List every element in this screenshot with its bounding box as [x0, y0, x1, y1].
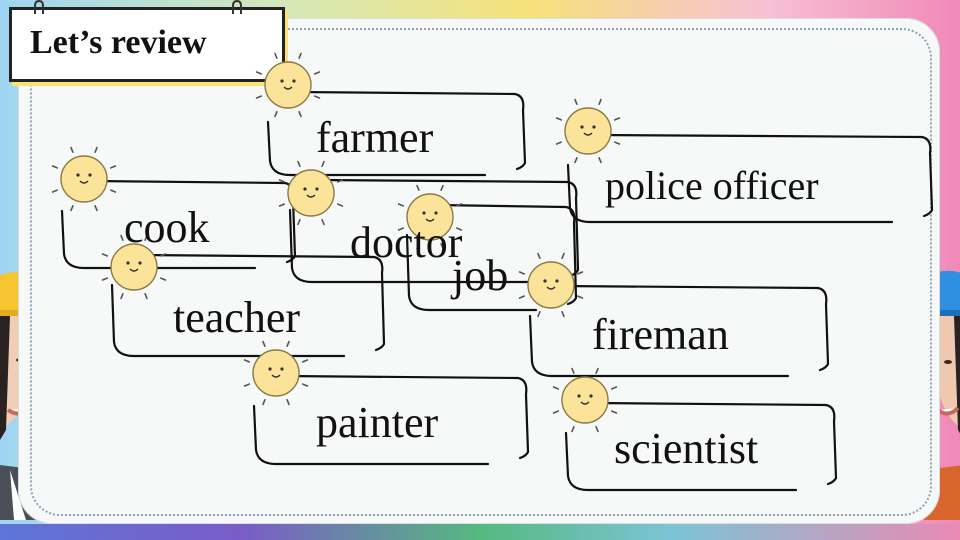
smiling-sun-icon: [51, 146, 117, 212]
smiling-sun-icon: [552, 367, 618, 433]
word-farmer[interactable]: farmer: [316, 113, 434, 162]
word-teacher[interactable]: teacher: [173, 293, 300, 342]
word-fireman[interactable]: fireman: [592, 310, 729, 359]
word-scientist[interactable]: scientist: [614, 424, 759, 473]
word-job[interactable]: job: [452, 251, 509, 300]
smiling-sun-icon: [555, 98, 621, 164]
word-cook[interactable]: cook: [124, 203, 210, 252]
smiling-sun-icon: [397, 184, 463, 250]
smiling-sun-icon: [243, 340, 309, 406]
word-frame: [288, 178, 580, 284]
smiling-sun-icon: [518, 252, 584, 318]
word-frame: [405, 203, 578, 312]
word-frame: [266, 90, 527, 177]
word-frame: [110, 253, 386, 358]
word-painter[interactable]: painter: [316, 398, 439, 447]
review-board: [18, 18, 940, 524]
smiling-sun-icon: [278, 160, 344, 226]
word-doctor[interactable]: doctor: [350, 218, 463, 267]
bottom-color-strip: [0, 524, 960, 540]
binder-clip-icon: [34, 0, 44, 14]
board-dotted-border: [30, 28, 932, 516]
word-frame: [528, 284, 830, 378]
smiling-sun-icon: [101, 234, 167, 300]
binder-clip-icon: [232, 0, 242, 14]
smiling-sun-icon: [255, 52, 321, 118]
word-frame: [564, 401, 838, 492]
page-title: Let’s review: [30, 24, 207, 61]
word-police-officer[interactable]: police officer: [605, 163, 819, 208]
word-frame: [252, 374, 530, 466]
title-card: Let’s review: [9, 0, 285, 82]
